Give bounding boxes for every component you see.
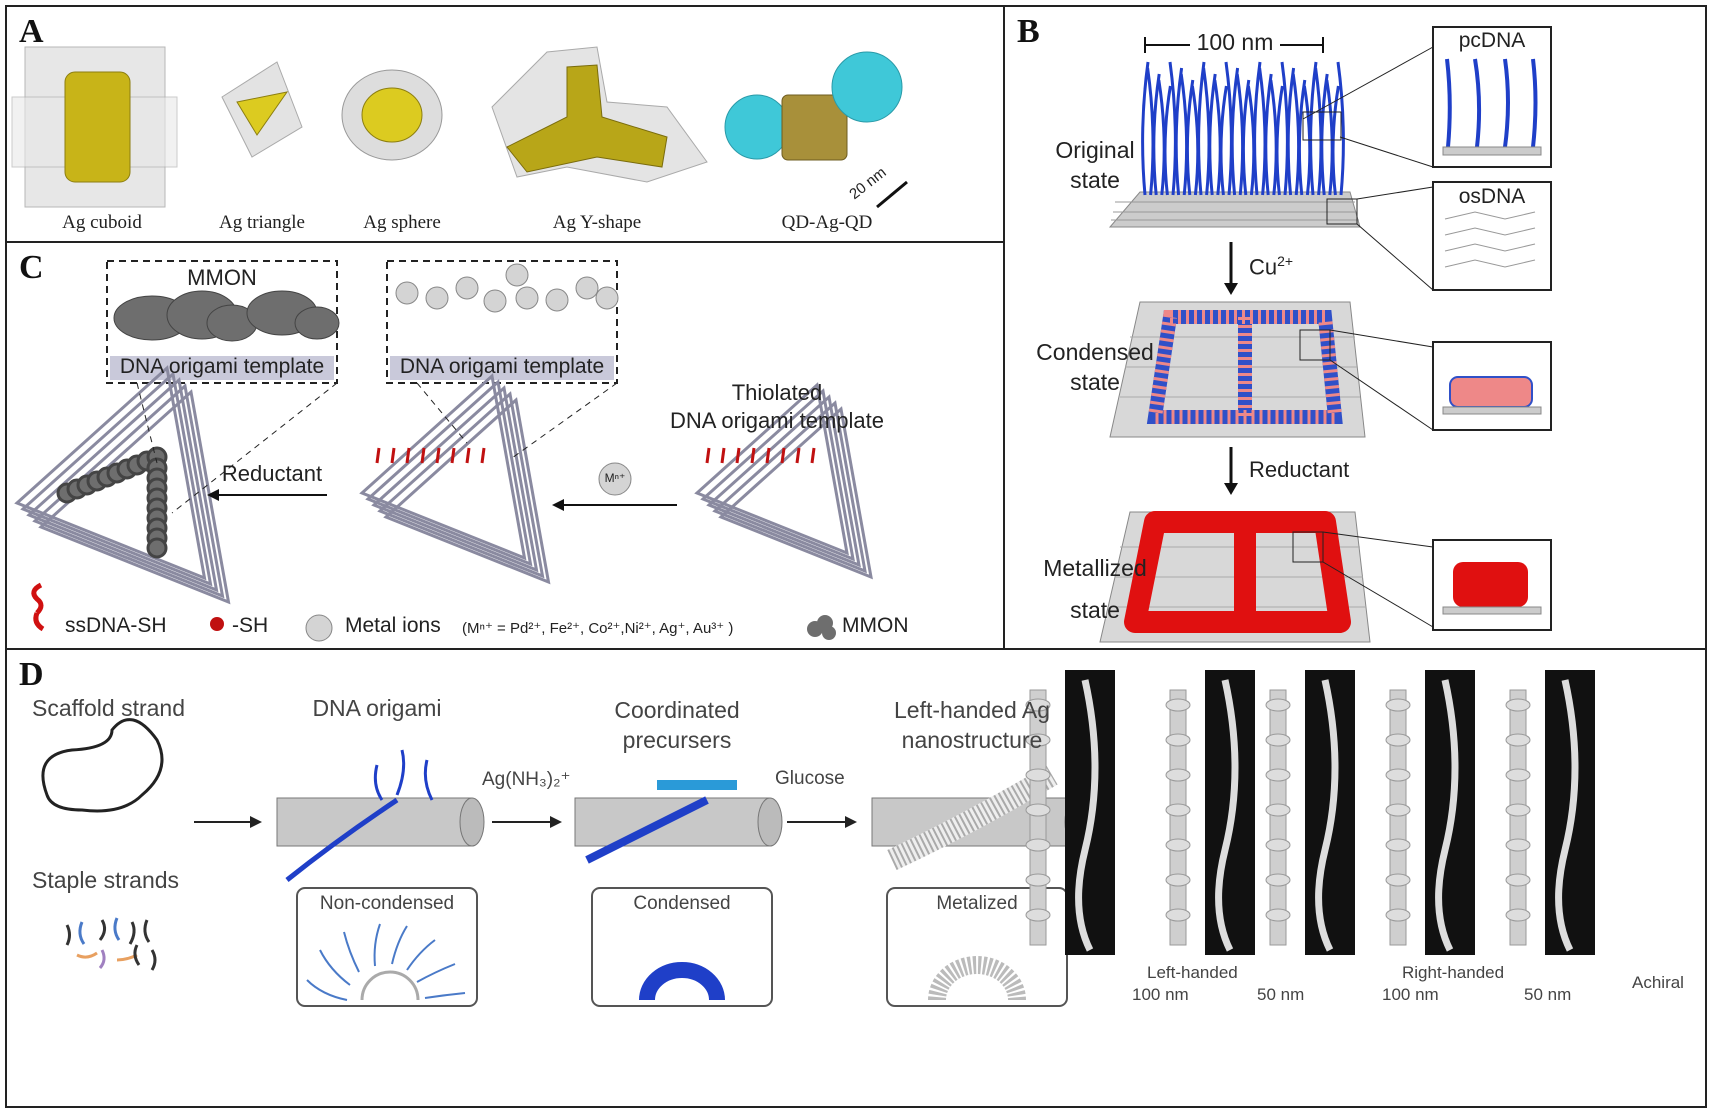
arrow-label-cu: Cu2+ [1249, 253, 1293, 280]
arrow-label-reductant-b: Reductant [1249, 457, 1350, 482]
legend-ssdna-label: ssDNA-SH [65, 614, 167, 637]
panel-a: A Ag cuboid Ag triangle [5, 5, 1005, 243]
scale-bar-a [876, 180, 908, 209]
legend-metal-icon [305, 614, 333, 642]
ag-cuboid-model [11, 46, 178, 208]
panel-c: C MMON DNA origami template DNA origami [5, 241, 1005, 650]
panel-d: D Scaffold strand [5, 648, 1707, 1108]
metal-ions-cluster [395, 263, 619, 313]
scale-label-b: 100 nm [1190, 29, 1280, 56]
lefthanded-ag-label: Left-handed Ag nanostructure [893, 697, 1051, 753]
template-label-1: DNA origami template [119, 355, 325, 378]
panel-c-label: C [19, 249, 44, 286]
origami-cylinder-1 [276, 749, 485, 882]
origami-cylinder-3 [871, 765, 1090, 870]
condensed-box [591, 887, 773, 1007]
noncondensed-box [296, 887, 478, 1007]
group-left-label: Left-handed [1147, 963, 1238, 982]
staple-strands-cluster [65, 917, 157, 971]
ag-y-shape-model [491, 46, 708, 183]
label-ag-sphere: Ag sphere [363, 212, 441, 233]
state-original: Original state [1055, 137, 1135, 193]
legend-sh-label: -SH [232, 614, 269, 637]
thiolated-label: Thiolated DNA origami template [670, 380, 884, 433]
state-condensed: Condensed state [1036, 339, 1154, 395]
panel-a-label: A [19, 13, 44, 50]
inset-osdna-pattern [1444, 211, 1536, 268]
group-right-label: Right-handed [1402, 963, 1505, 982]
condensed-frame [1146, 310, 1343, 424]
inset-osdna-box [1432, 181, 1552, 291]
scaffold-label: Scaffold strand [32, 695, 186, 721]
label-ag-cuboid: Ag cuboid [62, 212, 142, 233]
label-qd-ag-qd: QD-Ag-QD [781, 212, 873, 233]
helix-micrographs [1025, 670, 1595, 955]
ion-template-bar [390, 356, 614, 380]
origami-platform-original [1108, 191, 1361, 228]
noncondensed-label: Non-condensed [319, 893, 455, 914]
mmon-clusters [113, 290, 340, 342]
panel-c-illustrations [14, 260, 873, 642]
staple-label: Staple strands [32, 867, 180, 893]
scale-label-d4: 50 nm [1524, 985, 1572, 1004]
inset-osdna-label: osDNA [1458, 185, 1526, 208]
ag-sphere-model [341, 69, 443, 161]
scaffold-strand-loop [41, 718, 164, 813]
panel-b: B [1003, 5, 1707, 650]
label-ag-triangle: Ag triangle [218, 212, 305, 233]
metallized-frame [1124, 511, 1351, 633]
ag-triangle-model [221, 61, 303, 158]
inset-pcdna-label: pcDNA [1458, 29, 1526, 52]
mmon-template-bar [110, 356, 334, 380]
metalized-label: Metalized [936, 893, 1018, 914]
metal-ion-icon [598, 462, 632, 496]
panel-d-label: D [19, 656, 44, 693]
panel-a-illustrations [11, 46, 908, 209]
qd-ag-qd-model [724, 51, 903, 161]
metal-ion-text: Mⁿ⁺ [604, 471, 626, 485]
panel-b-label: B [1017, 13, 1040, 50]
triangle-origamis [14, 365, 873, 605]
inset-pcdna-box [1432, 26, 1552, 168]
reductant-label-c: Reductant [221, 461, 323, 486]
ag-reagent-label: Ag(NH₃)₂⁺ [482, 769, 571, 790]
origami-label: DNA origami [312, 695, 442, 721]
scale-label-d2: 50 nm [1257, 985, 1305, 1004]
origami-cylinder-2 [574, 780, 783, 864]
noncondensed-rays [306, 923, 466, 1001]
legend-mmon-icon [807, 615, 836, 640]
state-metallized: Metallized state [1043, 555, 1147, 623]
scale-label-d3: 100 nm [1382, 985, 1439, 1004]
cu-text: Cu [1249, 254, 1278, 280]
glucose-label: Glucose [775, 768, 845, 789]
legend-sh-icon [210, 617, 224, 631]
mmon-box-title: MMON [187, 265, 257, 290]
achiral-label: Achiral [1632, 973, 1684, 992]
cu-charge: 2+ [1277, 253, 1294, 269]
panel-d-illustrations [41, 670, 1595, 1007]
condensed-label: Condensed [633, 893, 731, 914]
template-label-2: DNA origami template [399, 355, 605, 378]
panel-b-illustrations [1099, 26, 1552, 643]
pcdna-strands [1141, 61, 1345, 196]
label-ag-y-shape: Ag Y-shape [552, 212, 642, 233]
coord-label: Coordinated precursers [614, 697, 740, 753]
scale-label-d1: 100 nm [1132, 985, 1189, 1004]
legend-ssdna-icon [31, 582, 45, 632]
legend-mmon-label: MMON [842, 614, 909, 637]
inset-pcdna-strands [1445, 58, 1538, 148]
legend-metal-detail: (Mⁿ⁺ = Pd²⁺, Fe²⁺, Co²⁺,Ni²⁺, Ag⁺, Au³⁺ … [462, 620, 734, 637]
legend-metal-label: Metal ions [345, 614, 441, 637]
